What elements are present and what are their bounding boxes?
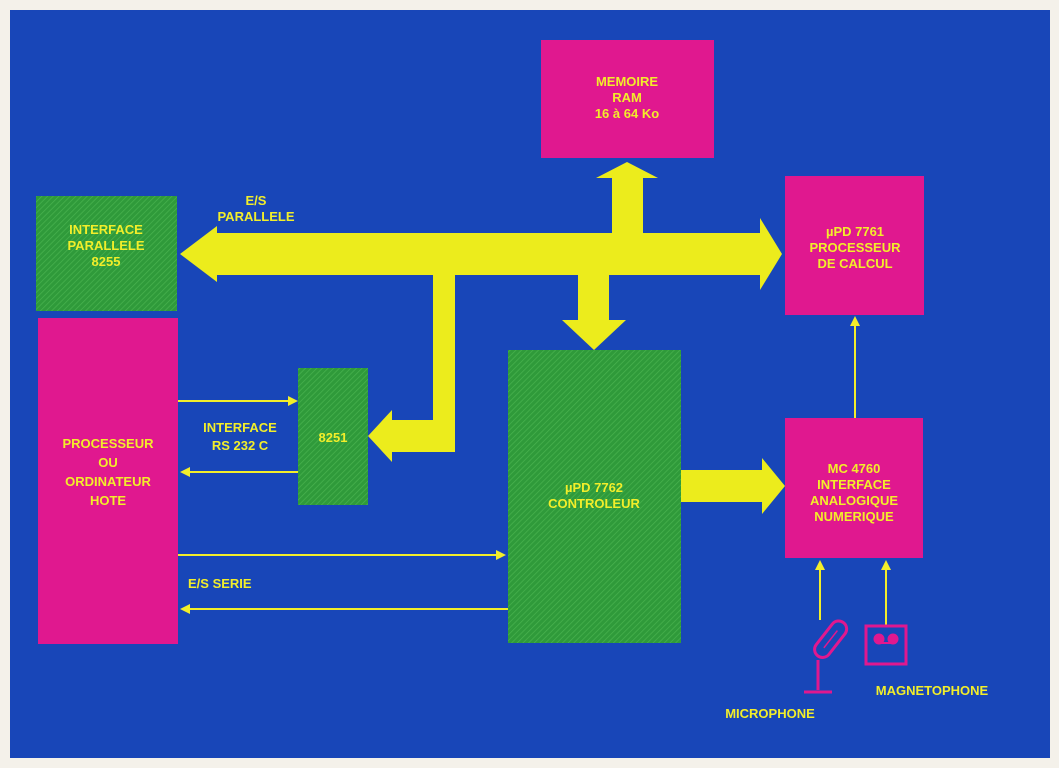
signal-lines: [178, 316, 891, 625]
controller-label-2: CONTROLEUR: [548, 496, 640, 511]
controller-block: [508, 350, 681, 643]
parallel-interface-label-2: PARALLELE: [67, 238, 144, 253]
ram-label-1: MEMOIRE: [596, 74, 658, 89]
data-bus: [180, 162, 785, 514]
uart-bus-arrow: [368, 275, 455, 462]
tape-recorder-icon: [864, 624, 908, 666]
tape-recorder-label: MAGNETOPHONE: [876, 683, 989, 698]
uart-label: 8251: [319, 430, 348, 445]
analog-interface-block: [785, 418, 923, 558]
calc-processor-label-3: DE CALCUL: [817, 256, 892, 271]
microphone-icon: [804, 619, 849, 694]
host-label-3: ORDINATEUR: [65, 474, 151, 489]
parallel-interface-block: [36, 196, 177, 311]
uart-block: [298, 368, 368, 505]
host-label-1: PROCESSEUR: [62, 436, 154, 451]
host-label-4: HOTE: [90, 493, 126, 508]
analog-interface-label-4: NUMERIQUE: [814, 509, 894, 524]
host-label-2: OU: [98, 455, 118, 470]
parallel-interface-label-1: INTERFACE: [69, 222, 143, 237]
parallel-io-label-1: E/S: [246, 193, 267, 208]
calc-processor-label-2: PROCESSEUR: [809, 240, 901, 255]
calc-processor-block: [785, 176, 924, 315]
parallel-bus-arrow: [180, 218, 782, 290]
rs232-label-1: INTERFACE: [203, 420, 277, 435]
calc-processor-label-1: µPD 7761: [826, 224, 884, 239]
parallel-interface-label-3: 8255: [92, 254, 121, 269]
controller-label-1: µPD 7762: [565, 480, 623, 495]
ram-label-3: 16 à 64 Ko: [595, 106, 659, 121]
rs232-label-2: RS 232 C: [212, 438, 269, 453]
analog-interface-label-3: ANALOGIQUE: [810, 493, 898, 508]
ram-bus-arrow: [596, 162, 658, 233]
ram-label-2: RAM: [612, 90, 642, 105]
parallel-io-label-2: PARALLELE: [217, 209, 294, 224]
controller-bus-arrow: [562, 275, 626, 350]
host-block: [38, 318, 178, 644]
analog-bus-arrow: [680, 458, 785, 514]
analog-interface-label-2: INTERFACE: [817, 477, 891, 492]
analog-interface-label-1: MC 4760: [828, 461, 881, 476]
serial-io-label: E/S SERIE: [188, 576, 252, 591]
microphone-label: MICROPHONE: [725, 706, 815, 721]
ram-block: [541, 40, 714, 158]
